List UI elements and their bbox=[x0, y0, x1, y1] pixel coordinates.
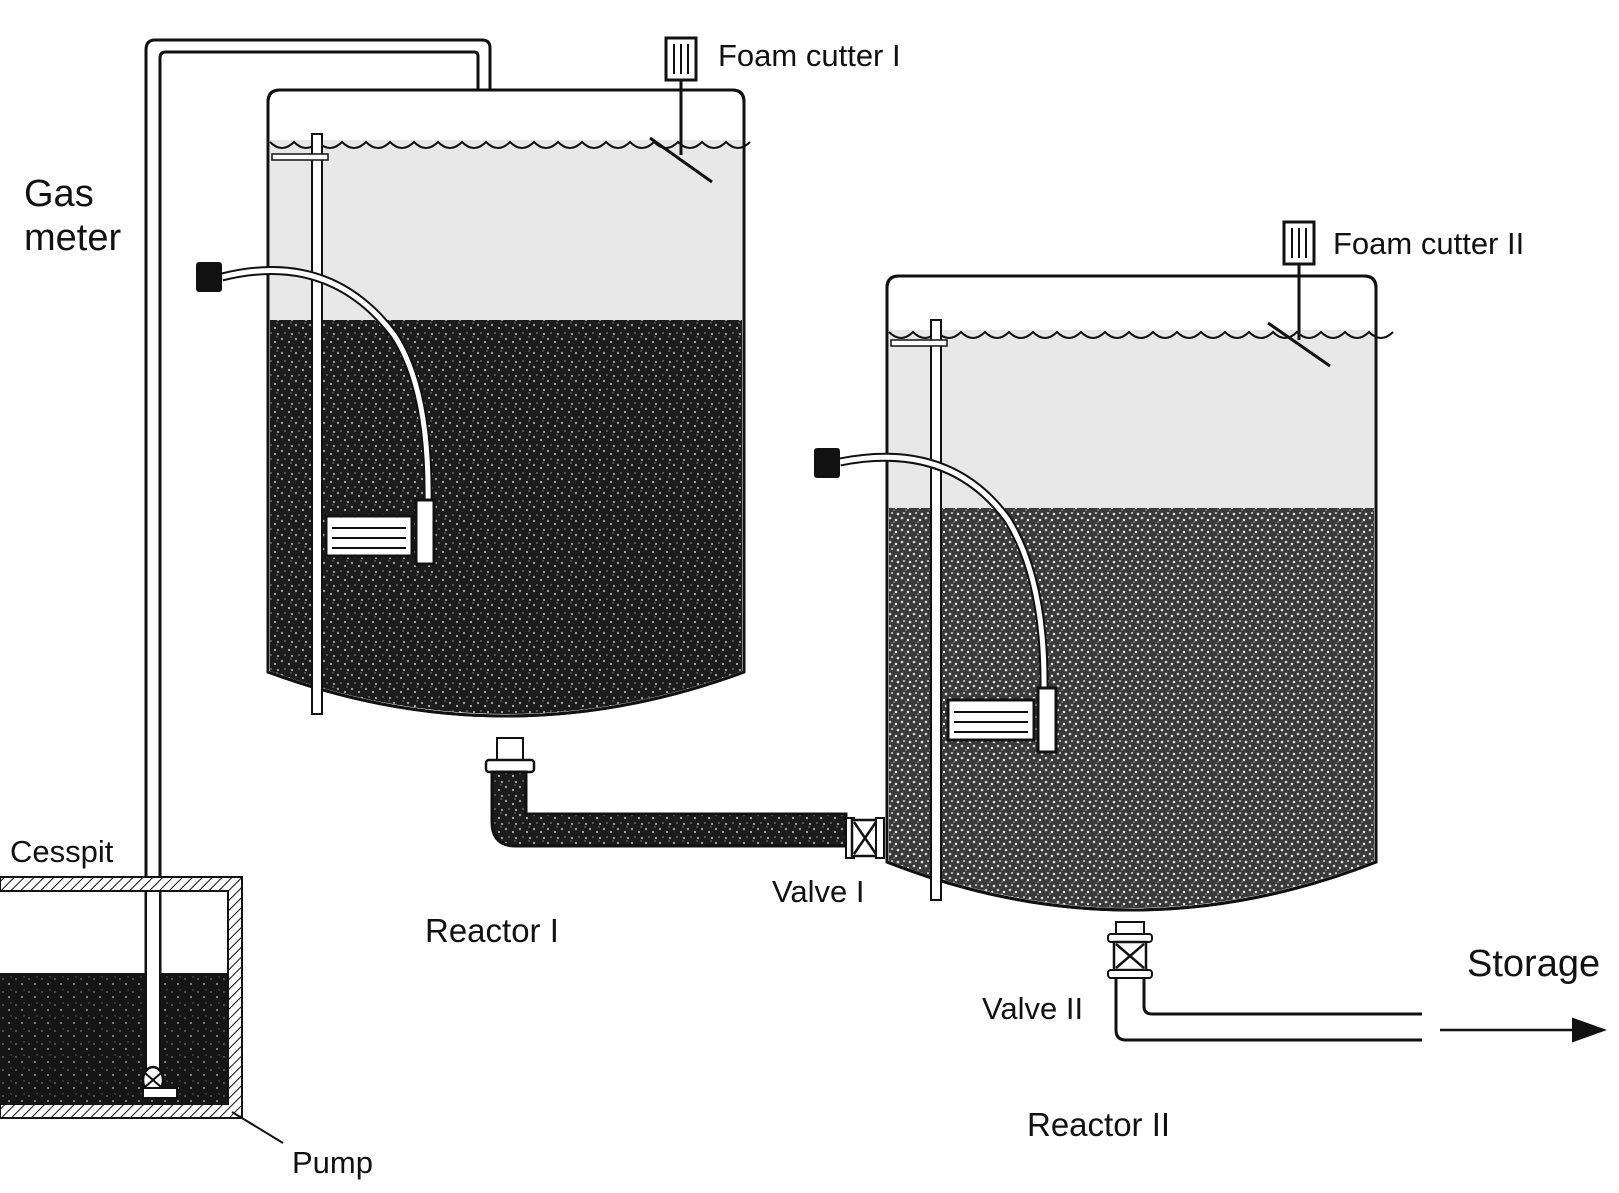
reactor-1-sludge bbox=[270, 320, 742, 714]
transfer-pipe bbox=[484, 737, 848, 848]
gas-pipe bbox=[144, 38, 492, 1095]
reactor-1-headspace bbox=[270, 140, 742, 320]
storage-label: Storage bbox=[1467, 943, 1600, 985]
valve-1-icon bbox=[845, 817, 885, 859]
storage-pipe bbox=[1114, 978, 1422, 1042]
cesspit-sludge bbox=[0, 973, 228, 1104]
valve-1-label: Valve I bbox=[772, 874, 864, 909]
reactor-2-mixer bbox=[814, 448, 1058, 754]
foam-cutter-1-label: Foam cutter I bbox=[718, 38, 901, 73]
pump-icon bbox=[141, 1065, 178, 1099]
pump-label: Pump bbox=[292, 1145, 373, 1180]
reactor-2-sludge bbox=[889, 508, 1374, 908]
reactor-1-mixer bbox=[196, 262, 436, 566]
pump-leader-line bbox=[231, 1111, 284, 1144]
reactor-2-headspace bbox=[889, 330, 1374, 508]
cesspit-label: Cesspit bbox=[10, 834, 114, 869]
reactor-1-tank bbox=[266, 88, 751, 718]
foam-cutter-2-label: Foam cutter II bbox=[1333, 226, 1524, 261]
reactor-1-label: Reactor I bbox=[425, 912, 559, 949]
valve-2-label: Valve II bbox=[982, 991, 1083, 1026]
gas-meter-label-line2: meter bbox=[24, 217, 121, 259]
reactor-2-foam-surface bbox=[888, 330, 1394, 339]
gas-meter-label: Gas bbox=[24, 173, 94, 215]
foam-cutter-1-icon bbox=[649, 36, 713, 184]
reactor-1-foam-surface bbox=[269, 140, 751, 149]
foam-cutter-2-icon bbox=[1267, 220, 1331, 368]
reactor-2-label: Reactor II bbox=[1027, 1106, 1170, 1143]
cesspit-tank bbox=[0, 876, 243, 1119]
mixer-motor-icon bbox=[196, 262, 222, 292]
reactor-2-tank bbox=[885, 274, 1394, 912]
reactor-1-level-probe bbox=[271, 133, 329, 715]
mixer-motor-icon bbox=[814, 448, 840, 478]
valve-2-icon bbox=[1107, 921, 1153, 979]
reactor-2-level-probe bbox=[890, 319, 948, 901]
